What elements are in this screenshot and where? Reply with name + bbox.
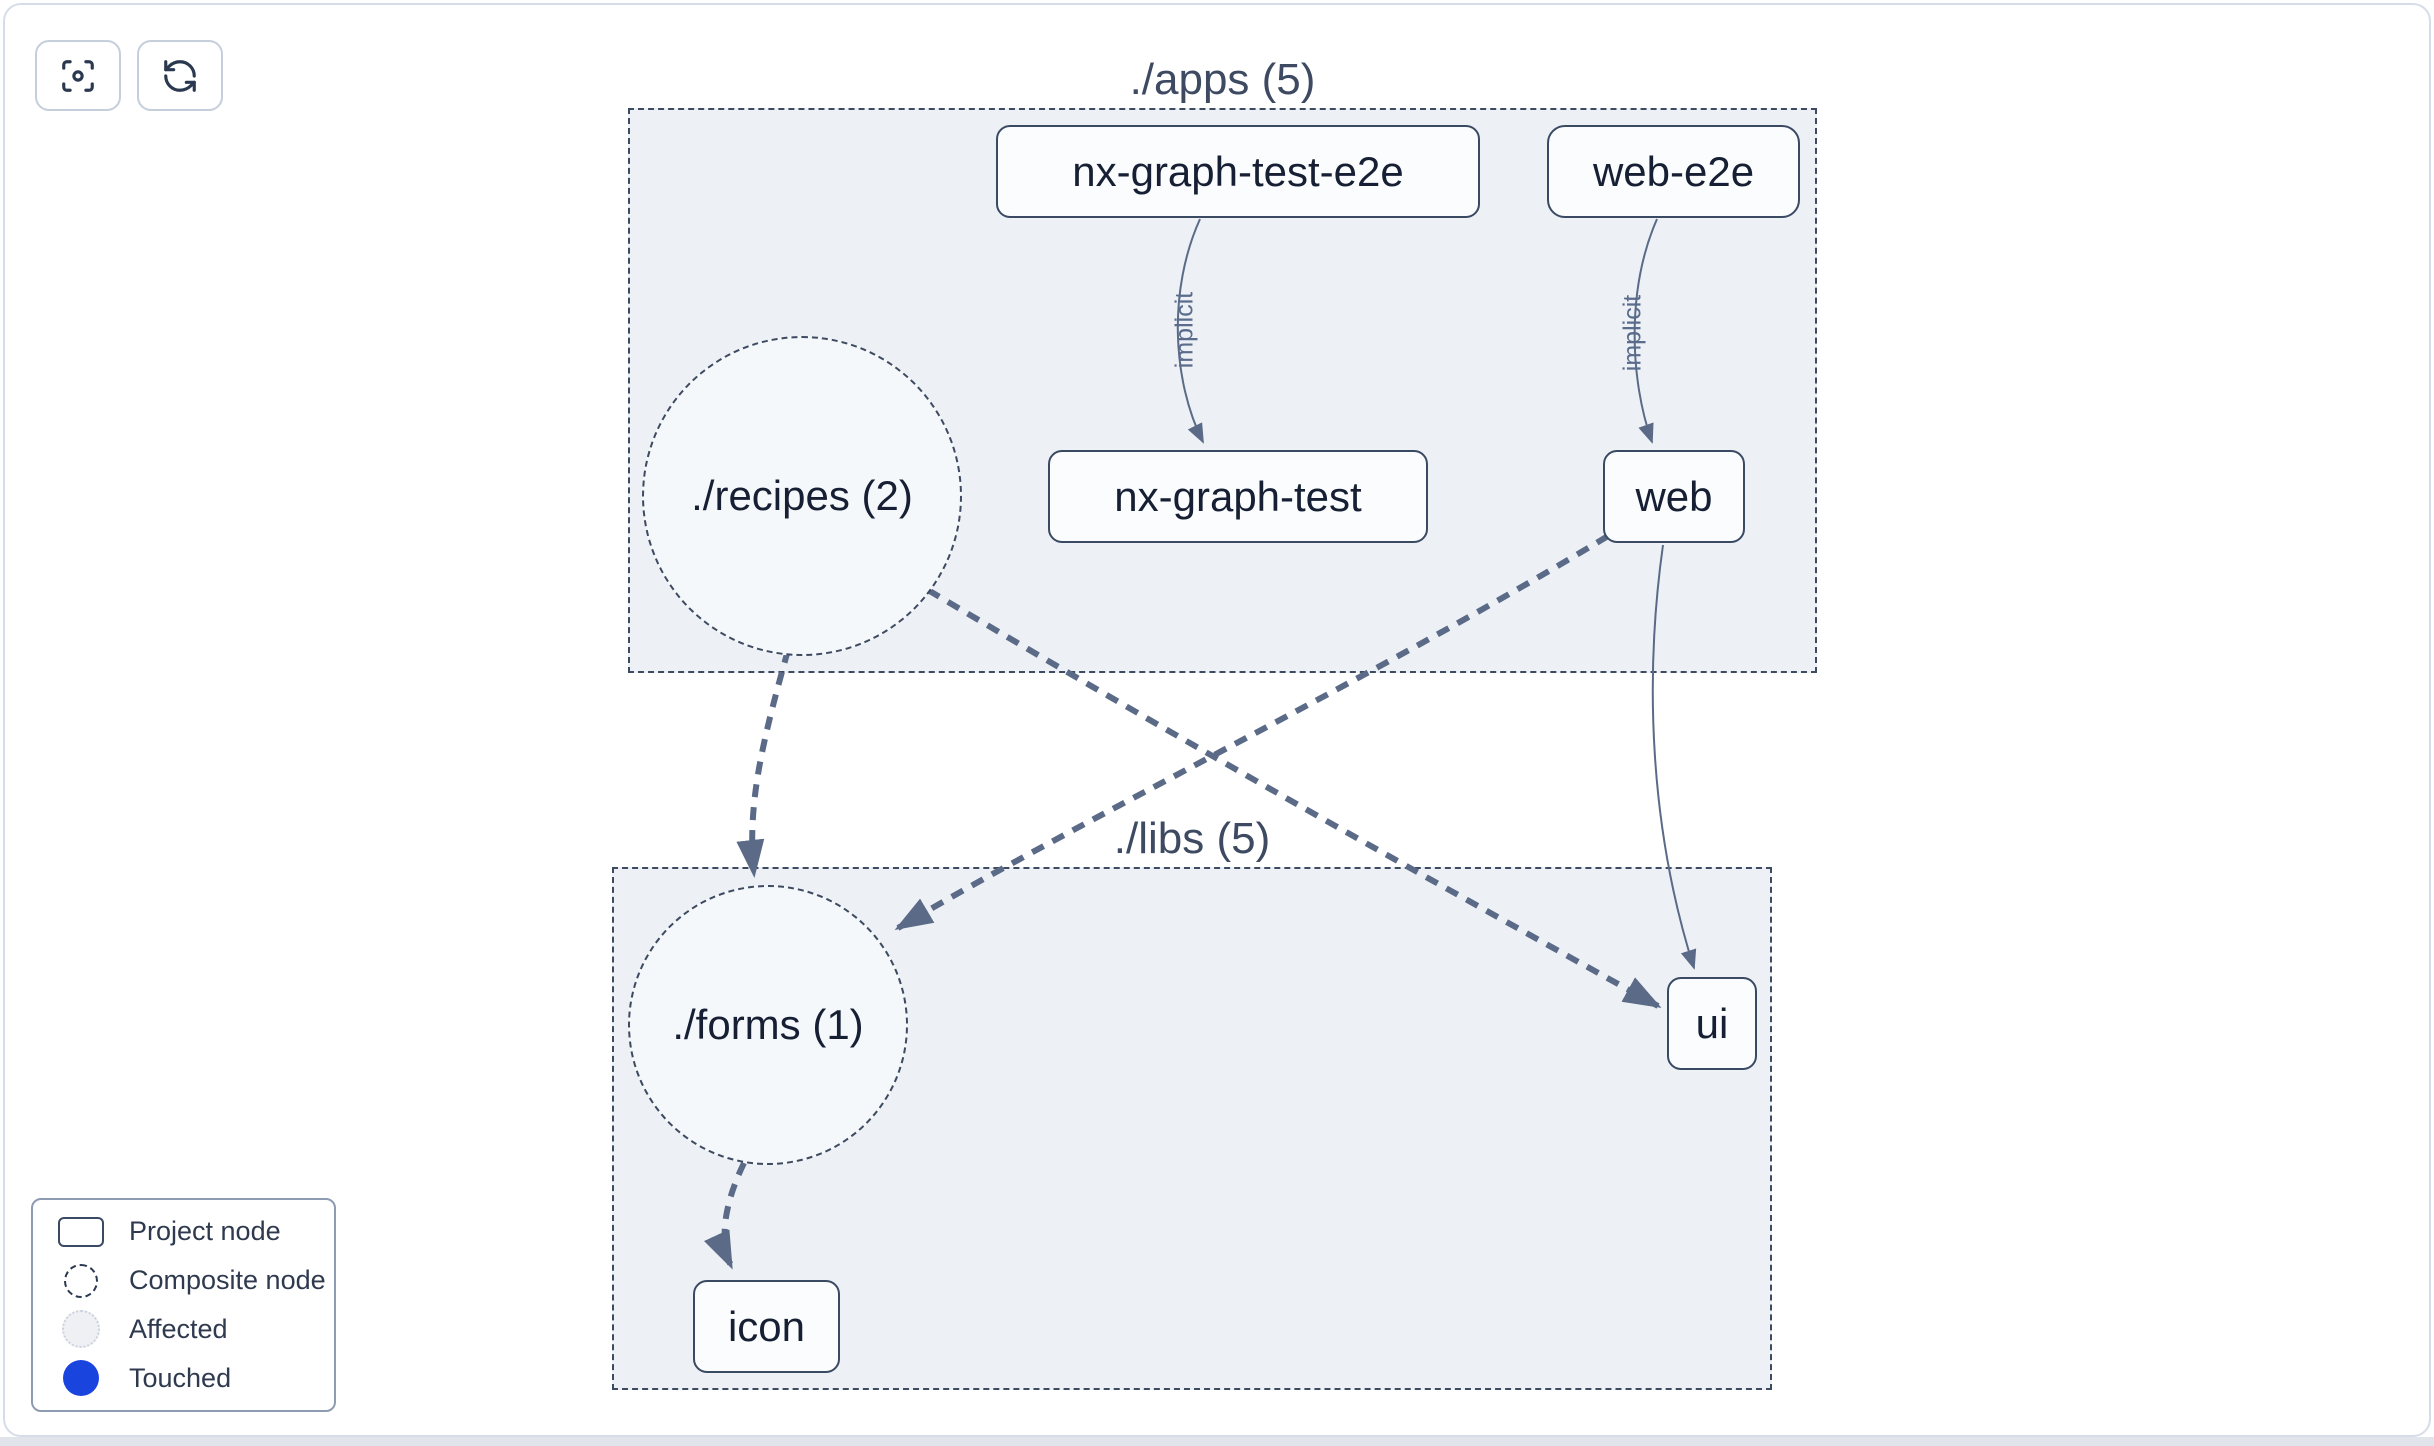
node-nx-graph-test-e2e[interactable]: nx-graph-test-e2e [996, 125, 1480, 218]
edge-recipes-to-forms [736, 649, 791, 878]
legend-label: Project node [129, 1216, 281, 1247]
project-node-swatch [58, 1216, 104, 1247]
node-ui[interactable]: ui [1667, 977, 1757, 1070]
composite-node-recipes[interactable]: ./recipes (2) [642, 336, 962, 656]
legend-label: Composite node [129, 1265, 326, 1296]
focus-button[interactable] [35, 40, 121, 111]
focus-center-icon [62, 59, 94, 92]
legend: Project node Composite node Affected Tou… [31, 1198, 336, 1412]
edge-label-implicit-1: implicit [1170, 291, 1199, 369]
legend-label: Touched [129, 1362, 232, 1393]
edge-recipes-to-ui [926, 587, 1662, 1009]
composite-node-swatch [64, 1263, 98, 1298]
refresh-icon [164, 59, 196, 92]
node-web[interactable]: web [1603, 450, 1745, 543]
node-icon[interactable]: icon [693, 1280, 840, 1373]
node-nx-graph-test[interactable]: nx-graph-test [1048, 450, 1428, 543]
page-background-strip [0, 1437, 2434, 1446]
edge-e2e-to-test [1176, 218, 1204, 444]
legend-item-affected: Affected [33, 1306, 334, 1352]
legend-label: Affected [129, 1313, 228, 1344]
toolbar [35, 40, 223, 111]
cluster-apps-title: ./apps (5) [1129, 55, 1316, 104]
composite-node-forms[interactable]: ./forms (1) [628, 885, 908, 1165]
edge-web-to-ui [1651, 544, 1697, 970]
legend-item-touched: Touched [33, 1355, 334, 1401]
affected-swatch [62, 1310, 100, 1349]
legend-item-project-node: Project node [33, 1209, 334, 1255]
node-web-e2e[interactable]: web-e2e [1547, 125, 1800, 218]
cluster-libs-title: ./libs (5) [1113, 814, 1271, 863]
edge-webe2e-to-web [1633, 218, 1658, 444]
refresh-button[interactable] [137, 40, 223, 111]
touched-swatch [63, 1360, 99, 1397]
edge-label-implicit-2: implicit [1618, 294, 1647, 372]
legend-item-composite-node: Composite node [33, 1258, 334, 1304]
edge-web-to-forms [894, 533, 1610, 931]
edge-forms-to-icon [704, 1161, 747, 1270]
